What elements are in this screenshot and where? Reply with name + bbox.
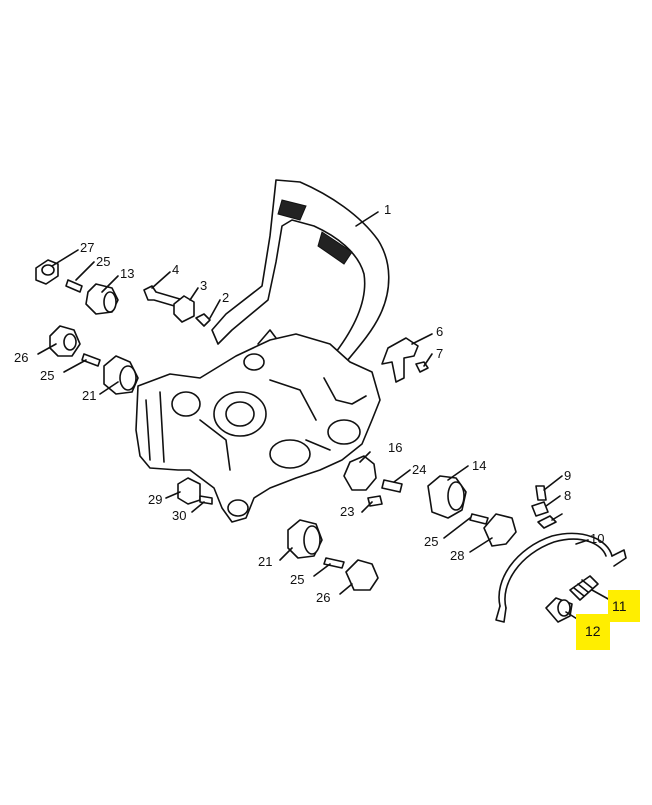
callout-30: 30: [172, 508, 186, 523]
screw-9: [535, 485, 547, 501]
plug-28: [483, 513, 517, 547]
callout-7: 7: [436, 346, 443, 361]
callout-26-lower: 26: [316, 590, 330, 605]
highlight-box-12: [576, 614, 610, 650]
nut-2: [195, 313, 211, 327]
leader-lines: [37, 211, 611, 623]
callout-4: 4: [172, 262, 179, 277]
callout-29: 29: [148, 492, 162, 507]
callout-6: 6: [436, 324, 443, 339]
callout-10: 10: [590, 531, 604, 546]
callout-28: 28: [450, 548, 464, 563]
callout-26-left: 26: [14, 350, 28, 365]
callout-3: 3: [200, 278, 207, 293]
screw-25-left: [81, 353, 101, 367]
screw-25-right: [469, 513, 489, 525]
engine-housing: [135, 329, 381, 523]
annular-buffer-13: [85, 283, 119, 315]
callout-14: 14: [472, 458, 486, 473]
callout-8: 8: [564, 488, 571, 503]
annular-buffer-29: [177, 477, 201, 505]
callout-27: 27: [80, 240, 94, 255]
sleeve-12: [545, 597, 573, 623]
callout-16: 16: [388, 440, 402, 455]
cover-16: [343, 455, 377, 491]
callout-25-top: 25: [96, 254, 110, 269]
highlight-box-11: [608, 590, 640, 622]
washer-8: [531, 501, 549, 517]
callout-23: 23: [340, 504, 354, 519]
annular-buffer-21-left: [103, 355, 139, 395]
callout-9: 9: [564, 468, 571, 483]
plug-26-lower: [345, 559, 379, 591]
callout-labels: 1 2 3 4 6 7 8 9 10 11 12 13 14 16 21 21 …: [14, 202, 627, 639]
plug-26-left: [49, 325, 81, 357]
callout-12: 12: [585, 623, 601, 639]
brake-band-10: [495, 532, 627, 623]
annular-buffer-21-lower: [287, 519, 323, 559]
callout-21-lower: 21: [258, 554, 272, 569]
screw-7-lower: [537, 515, 557, 529]
callout-21: 21: [82, 388, 96, 403]
screw-25-top: [65, 279, 83, 293]
callout-2: 2: [222, 290, 229, 305]
callout-11: 11: [612, 598, 627, 614]
callout-13: 13: [120, 266, 134, 281]
callout-25-lower: 25: [290, 572, 304, 587]
callout-25-left: 25: [40, 368, 54, 383]
screw-24: [381, 479, 403, 493]
annular-buffer-14: [427, 475, 467, 519]
callout-1: 1: [384, 202, 391, 217]
spring-11: [569, 575, 599, 601]
screw-25-lower: [323, 557, 345, 569]
callout-24: 24: [412, 462, 426, 477]
spacer-3: [173, 295, 195, 323]
bracket-6: [381, 337, 419, 383]
callout-25-right: 25: [424, 534, 438, 549]
